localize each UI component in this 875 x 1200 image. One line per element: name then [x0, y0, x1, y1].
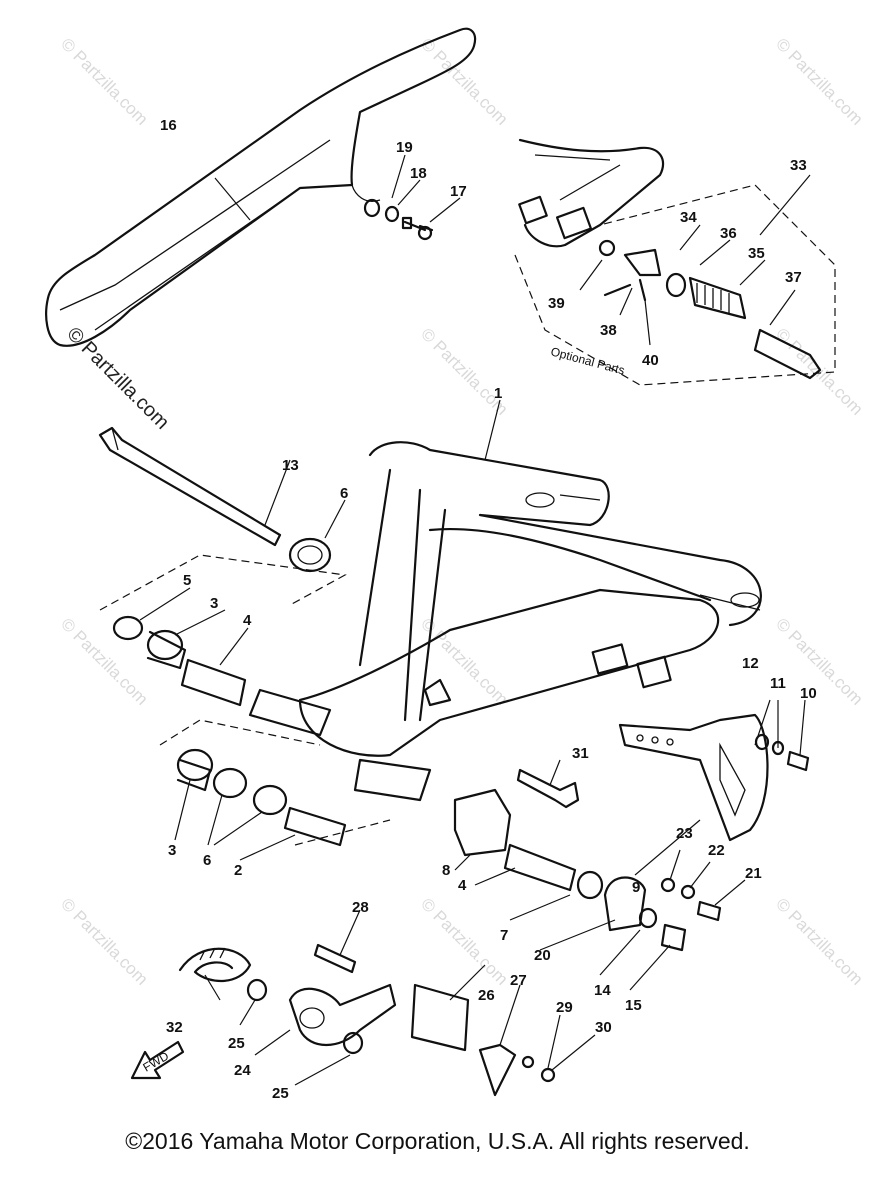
right-pivot-hardware — [453, 788, 687, 952]
callout-8: 8 — [442, 862, 450, 879]
callout-22: 22 — [708, 842, 725, 859]
leader-lines — [139, 154, 811, 1086]
watermark: © Partzilla.com — [417, 34, 511, 128]
callout-12: 12 — [742, 655, 759, 672]
callout-36: 36 — [720, 225, 737, 242]
callout-30: 30 — [595, 1019, 612, 1036]
callout-18: 18 — [410, 165, 427, 182]
callout-6: 6 — [340, 485, 348, 502]
callout-25: 25 — [228, 1035, 245, 1052]
swingarm-exploded-diagram: © Partzilla.com © Partzilla.com © Partzi… — [45, 27, 867, 1102]
callout-6: 6 — [203, 852, 211, 869]
callout-37: 37 — [785, 269, 802, 286]
watermark: © Partzilla.com — [57, 614, 151, 708]
callout-38: 38 — [600, 322, 617, 339]
callout-34: 34 — [680, 209, 697, 226]
footrest-bracket — [618, 713, 810, 842]
callout-29: 29 — [556, 999, 573, 1016]
optional-parts-label: Optional Parts — [549, 344, 626, 377]
fwd-arrow: FWD — [130, 1040, 185, 1080]
callout-9: 9 — [632, 879, 640, 896]
pivot-shaft — [98, 426, 332, 573]
callout-25: 25 — [272, 1085, 289, 1102]
callout-20: 20 — [534, 947, 551, 964]
callout-39: 39 — [548, 295, 565, 312]
watermark: © Partzilla.com — [57, 34, 151, 128]
callout-numbers: 1 2 3 3 4 4 5 6 6 7 8 9 10 11 12 13 14 1… — [160, 117, 817, 1102]
callout-19: 19 — [396, 139, 413, 156]
callout-21: 21 — [745, 865, 762, 882]
mount-bolt — [516, 768, 580, 809]
left-bushings-lower — [159, 719, 391, 847]
callout-28: 28 — [352, 899, 369, 916]
callout-4: 4 — [458, 877, 467, 894]
swingarm — [248, 441, 762, 802]
callout-1: 1 — [494, 385, 502, 402]
callout-24: 24 — [234, 1062, 251, 1079]
callout-14: 14 — [594, 982, 611, 999]
callout-13: 13 — [282, 457, 299, 474]
callout-33: 33 — [790, 157, 807, 174]
callout-10: 10 — [800, 685, 817, 702]
callout-5: 5 — [183, 572, 191, 589]
callout-40: 40 — [642, 352, 659, 369]
callout-32: 32 — [166, 1019, 183, 1036]
watermark: © Partzilla.com — [772, 34, 866, 128]
callout-23: 23 — [676, 825, 693, 842]
callout-31: 31 — [572, 745, 589, 762]
left-bushings-upper — [99, 554, 347, 707]
callout-3: 3 — [210, 595, 218, 612]
callout-3: 3 — [168, 842, 176, 859]
watermark: © Partzilla.com — [772, 614, 866, 708]
guard-mount-hardware — [363, 198, 434, 241]
callout-16: 16 — [160, 117, 177, 134]
chain-guard — [45, 27, 477, 347]
watermark-prominent: © Partzilla.com — [62, 323, 173, 434]
callout-11: 11 — [770, 675, 786, 692]
callout-4: 4 — [243, 612, 252, 629]
callout-35: 35 — [748, 245, 765, 262]
callout-15: 15 — [625, 997, 642, 1014]
callout-2: 2 — [234, 862, 242, 879]
watermark: © Partzilla.com — [57, 894, 151, 988]
watermark: © Partzilla.com — [772, 894, 866, 988]
callout-7: 7 — [500, 927, 508, 944]
watermark: © Partzilla.com — [417, 324, 511, 418]
callout-27: 27 — [510, 972, 527, 989]
callout-17: 17 — [450, 183, 467, 200]
rear-hardware — [660, 877, 722, 922]
watermark: © Partzilla.com — [417, 894, 511, 988]
callout-26: 26 — [478, 987, 495, 1004]
copyright-footer: ©2016 Yamaha Motor Corporation, U.S.A. A… — [125, 1128, 750, 1154]
